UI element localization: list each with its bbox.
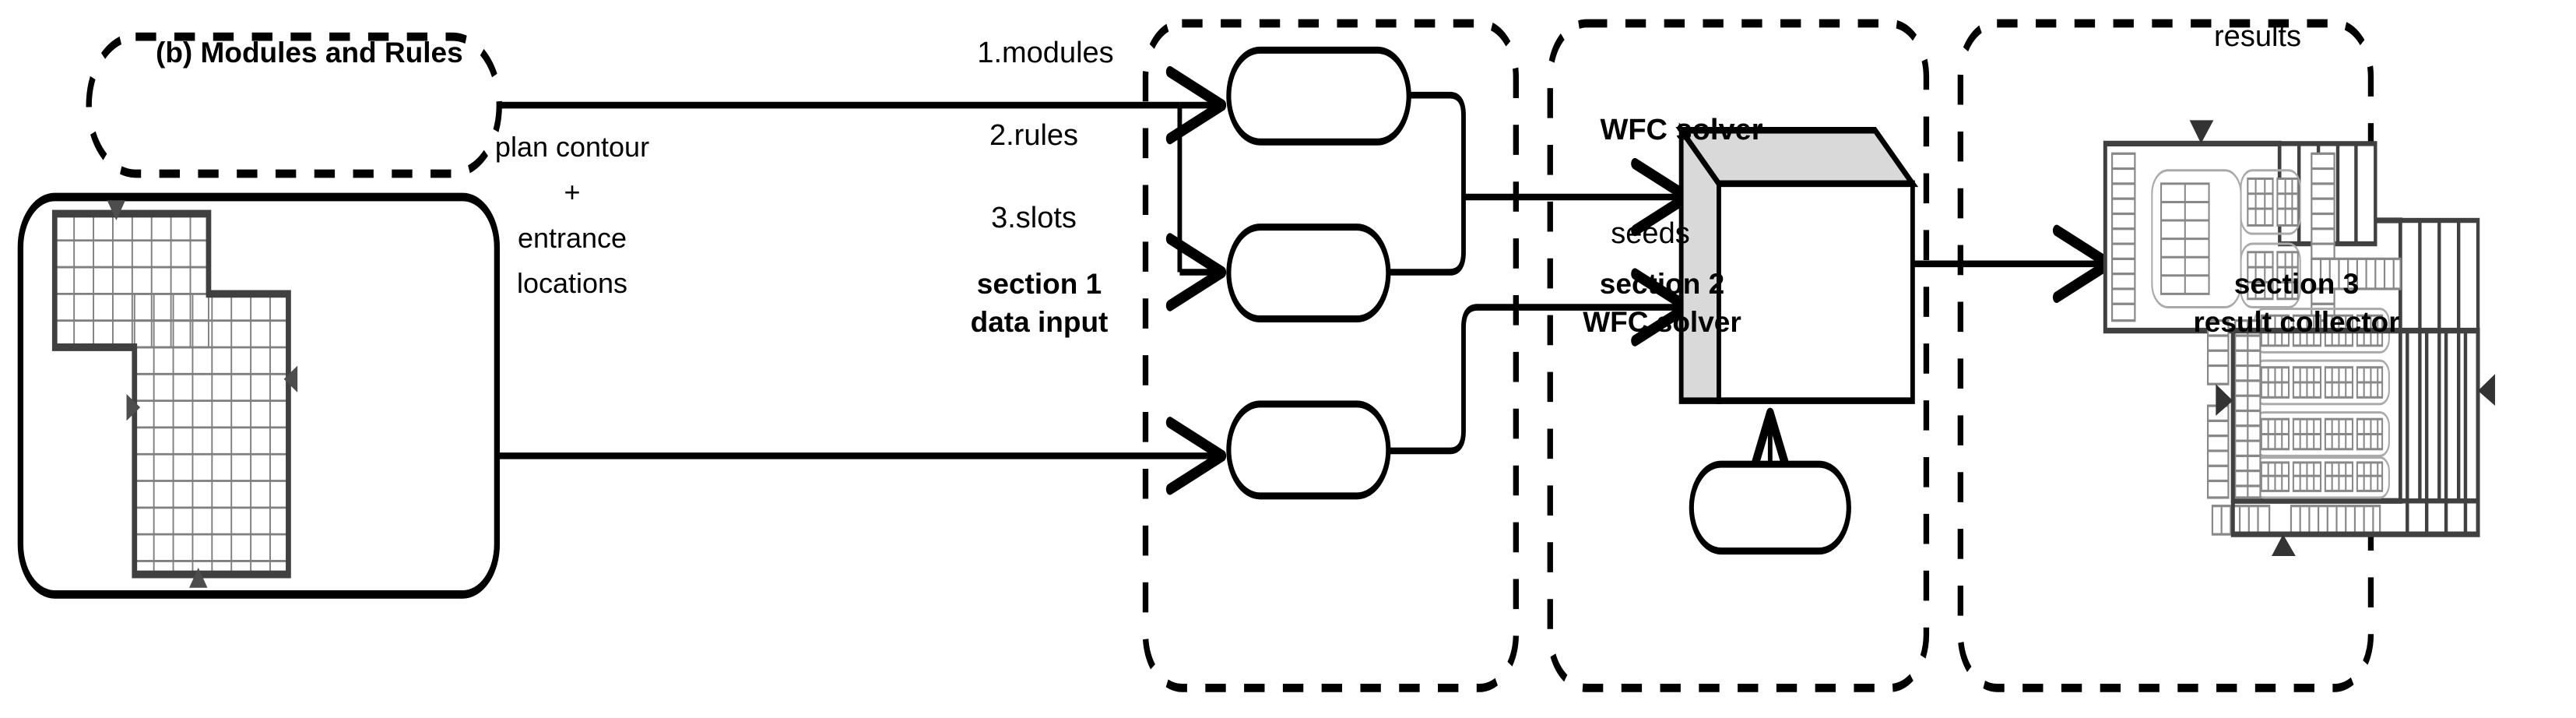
section2-caption: section 2 WFC solver xyxy=(1522,265,1802,341)
section2-subtitle: WFC solver xyxy=(1583,306,1741,339)
conn-modules-rules-merge xyxy=(1388,91,1466,276)
section2-frame xyxy=(1547,19,1930,692)
wfc-solver-box xyxy=(1675,122,1919,404)
plan-contour-grid xyxy=(51,209,291,579)
results-label: results xyxy=(2214,20,2301,53)
node-modules-shape xyxy=(1226,46,1411,146)
section3-caption: section 3 result collector xyxy=(2133,265,2460,341)
seeds-label[interactable]: seeds xyxy=(1611,217,1690,250)
seeds-pill xyxy=(1689,460,1851,555)
section1-title: section 1 xyxy=(976,268,1102,300)
node-rules-shape xyxy=(1226,223,1391,323)
section3-subtitle: result collector xyxy=(2193,306,2400,339)
section1-subtitle: data input xyxy=(970,306,1109,339)
section2-title: section 2 xyxy=(1599,268,1725,300)
input-plan-box xyxy=(17,192,501,599)
wfc-solver-label: WFC solver xyxy=(1600,114,1763,146)
conn-slots-to-solver xyxy=(1388,268,1692,455)
plan-contour-label: plan contour + entrance locations xyxy=(494,131,650,299)
section1-caption: section 1 data input xyxy=(899,265,1179,341)
node-label-rules[interactable]: 2.rules xyxy=(989,119,1079,152)
entrance-markers xyxy=(107,200,298,588)
node-label-modules[interactable]: 1.modules xyxy=(977,37,1114,69)
node-slots-shape xyxy=(1226,400,1391,500)
result-site-plan xyxy=(2103,120,2496,557)
section1-frame xyxy=(1142,19,1519,692)
caption-modules-and-rules: (b) Modules and Rules xyxy=(156,37,463,69)
node-label-slots[interactable]: 3.slots xyxy=(991,202,1077,234)
section3-title: section 3 xyxy=(2233,268,2360,300)
